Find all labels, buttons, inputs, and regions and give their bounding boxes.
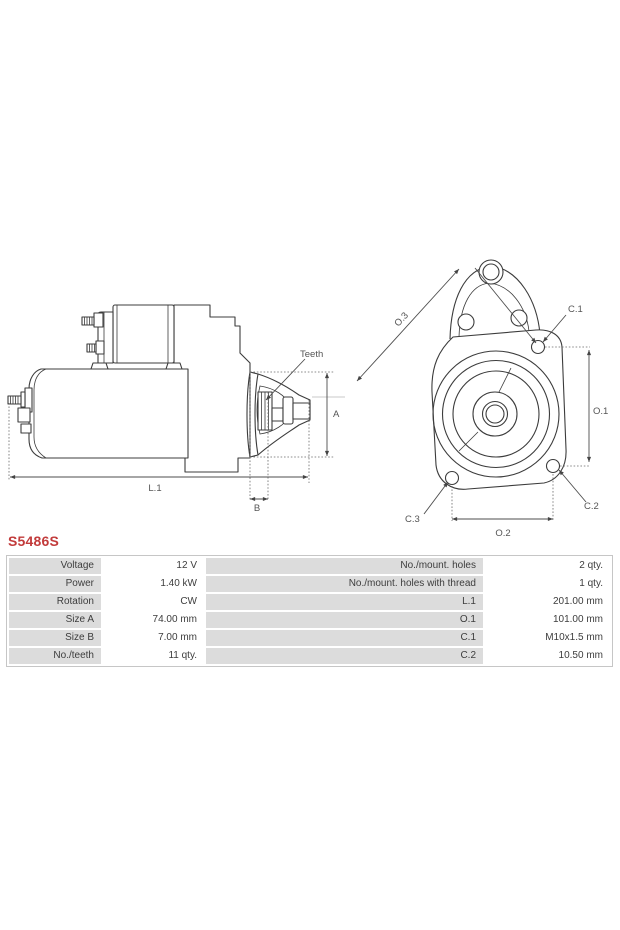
dim-label-o1: O.1: [593, 406, 608, 417]
spec-value-mount-holes-thread: 1 qty.: [485, 576, 610, 592]
spec-label-c1: C.1: [206, 630, 483, 646]
dim-label-l1: L.1: [148, 483, 161, 494]
spec-label-teeth: No./teeth: [9, 648, 101, 664]
spec-value-l1: 201.00 mm: [485, 594, 610, 610]
spec-row: Rotation CW L.1 201.00 mm: [9, 594, 610, 610]
spec-row: Power 1.40 kW No./mount. holes with thre…: [9, 576, 610, 592]
starter-front-view: O.3 C.1 O.1 C.2 C.3 O.2: [356, 259, 608, 539]
dim-label-a: A: [333, 409, 340, 420]
spec-label-c2: C.2: [206, 648, 483, 664]
spec-row: Size B 7.00 mm C.1 M10x1.5 mm: [9, 630, 610, 646]
dim-label-c3: C.3: [405, 514, 420, 525]
spec-value-size-a: 74.00 mm: [103, 612, 204, 628]
spec-label-mount-holes-thread: No./mount. holes with thread: [206, 576, 483, 592]
spec-value-power: 1.40 kW: [103, 576, 204, 592]
spec-value-c2: 10.50 mm: [485, 648, 610, 664]
spec-value-mount-holes: 2 qty.: [485, 558, 610, 574]
spec-label-voltage: Voltage: [9, 558, 101, 574]
spec-value-size-b: 7.00 mm: [103, 630, 204, 646]
dim-label-o2: O.2: [495, 528, 510, 539]
spec-label-o1: O.1: [206, 612, 483, 628]
spec-label-size-a: Size A: [9, 612, 101, 628]
dim-label-o3: O.3: [392, 310, 410, 329]
dim-label-b: B: [254, 503, 260, 514]
dim-label-c2: C.2: [584, 501, 599, 512]
spec-table: Voltage 12 V No./mount. holes 2 qty. Pow…: [6, 555, 613, 667]
spec-row: No./teeth 11 qty. C.2 10.50 mm: [9, 648, 610, 664]
spec-value-teeth: 11 qty.: [103, 648, 204, 664]
technical-drawing: L.1 B A Teeth: [7, 259, 608, 539]
spec-label-size-b: Size B: [9, 630, 101, 646]
starter-side-view: L.1 B A Teeth: [7, 304, 345, 514]
spec-label-rotation: Rotation: [9, 594, 101, 610]
dim-label-c1: C.1: [568, 304, 583, 315]
spec-label-l1: L.1: [206, 594, 483, 610]
spec-value-c1: M10x1.5 mm: [485, 630, 610, 646]
spec-value-voltage: 12 V: [103, 558, 204, 574]
spec-label-mount-holes: No./mount. holes: [206, 558, 483, 574]
dim-label-teeth: Teeth: [300, 349, 323, 360]
spec-label-power: Power: [9, 576, 101, 592]
spec-value-o1: 101.00 mm: [485, 612, 610, 628]
spec-value-rotation: CW: [103, 594, 204, 610]
spec-row: Size A 74.00 mm O.1 101.00 mm: [9, 612, 610, 628]
spec-row: Voltage 12 V No./mount. holes 2 qty.: [9, 558, 610, 574]
product-code: S5486S: [8, 533, 60, 549]
